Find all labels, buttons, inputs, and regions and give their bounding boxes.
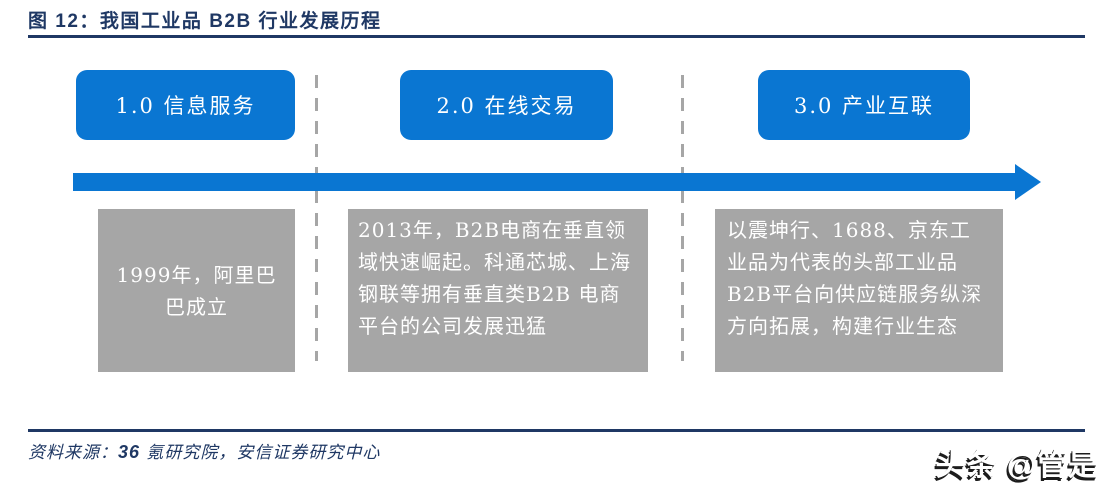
- stage-1-description: 1999年，阿里巴巴成立: [116, 262, 277, 319]
- stage-separator-dashed-line-1: [315, 75, 318, 361]
- toutiao-watermark: 头条 @管是: [935, 449, 1099, 482]
- footer-divider-line: [28, 429, 1085, 432]
- title-divider-line: [28, 35, 1085, 38]
- stage-2-description-box: 2013年，B2B电商在垂直领域快速崛起。科通芯城、上海钢联等拥有垂直类B2B …: [348, 209, 648, 372]
- stage-2-label-box: 2.0 在线交易: [400, 70, 613, 140]
- stage-3-description: 以震坤行、1688、京东工业品为代表的头部工业品B2B平台向供应链服务纵深方向拓…: [727, 218, 983, 338]
- stage-1-label: 1.0 信息服务: [115, 94, 256, 118]
- stage-2-description: 2013年，B2B电商在垂直领域快速崛起。科通芯城、上海钢联等拥有垂直类B2B …: [358, 218, 631, 338]
- figure-title: 图 12：我国工业品 B2B 行业发展历程: [28, 11, 382, 32]
- stage-3-label: 3.0 产业互联: [793, 94, 935, 118]
- source-label: 资料来源：: [28, 443, 118, 463]
- stage-2-label: 2.0 在线交易: [436, 94, 577, 118]
- stage-1-label-box: 1.0 信息服务: [76, 70, 295, 140]
- stage-3-label-box: 3.0 产业互联: [758, 70, 970, 140]
- timeline-arrow-shaft: [73, 173, 1015, 191]
- timeline-arrow-head-icon: [1015, 164, 1041, 200]
- stage-1-description-box: 1999年，阿里巴巴成立: [98, 209, 295, 372]
- source-highlight: 36: [118, 442, 141, 462]
- source-line: 资料来源：36 氪研究院，安信证券研究中心: [28, 438, 380, 463]
- stage-separator-dashed-line-2: [681, 75, 684, 361]
- source-rest: 氪研究院，安信证券研究中心: [140, 443, 381, 463]
- stage-3-description-box: 以震坤行、1688、京东工业品为代表的头部工业品B2B平台向供应链服务纵深方向拓…: [715, 209, 1003, 372]
